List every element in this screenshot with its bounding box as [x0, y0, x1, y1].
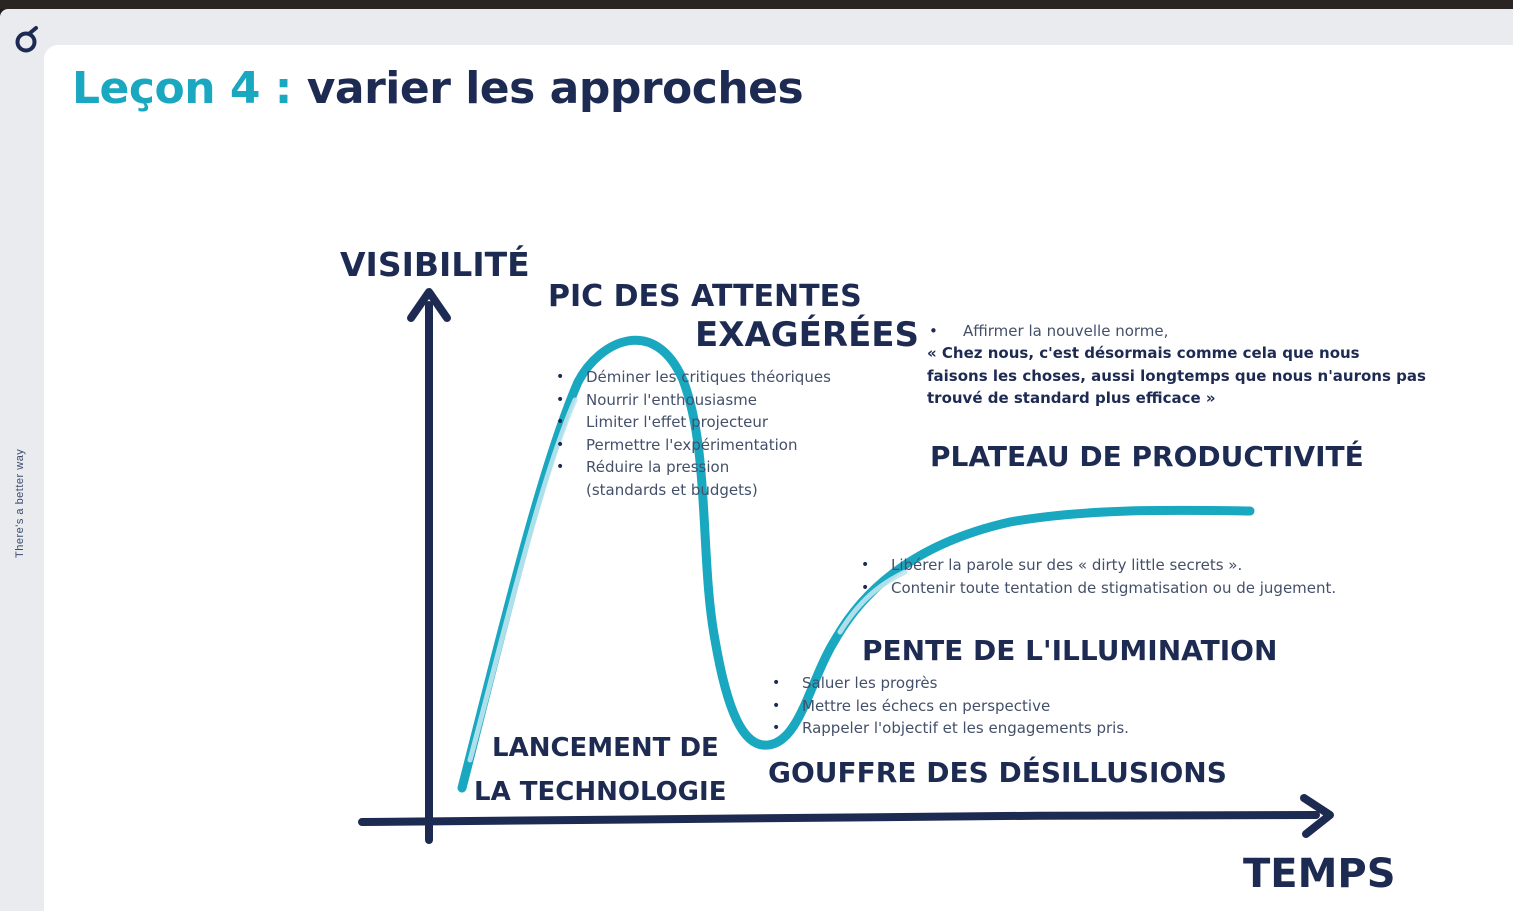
list-item: Nourrir l'enthousiasme [556, 389, 831, 412]
slide-title-accent: Leçon 4 : [72, 63, 292, 114]
list-item: Mettre les échecs en perspective [772, 695, 1129, 718]
x-axis-line [358, 811, 1320, 826]
plateau-note: Affirmer la nouvelle norme, « Chez nous,… [927, 320, 1467, 410]
x-axis-label: TEMPS [1243, 851, 1396, 897]
phase-label-trough: GOUFFRE DES DÉSILLUSIONS [768, 755, 1227, 789]
y-axis-label: VISIBILITÉ [340, 244, 530, 284]
slide: Leçon 4 : varier les approches [44, 45, 1513, 911]
list-item: Saluer les progrès [772, 672, 1129, 695]
phase-label-peak-line1: PIC DES ATTENTES [548, 279, 862, 314]
slope-bullet-list: Libérer la parole sur des « dirty little… [861, 554, 1336, 599]
phase-label-launch-line2: LA TECHNOLOGIE [474, 777, 726, 807]
top-strip [0, 0, 1513, 9]
list-item: Libérer la parole sur des « dirty little… [861, 554, 1336, 577]
list-item-continuation: (standards et budgets) [586, 480, 758, 499]
list-item: Contenir toute tentation de stigmatisati… [861, 577, 1336, 600]
phase-label-peak-line2: EXAGÉRÉES [695, 314, 919, 355]
list-item: Réduire la pression [556, 456, 831, 479]
list-item: Rappeler l'objectif et les engagements p… [772, 717, 1129, 740]
plateau-quote: « Chez nous, c'est désormais comme cela … [927, 344, 1426, 407]
phase-label-plateau: PLATEAU DE PRODUCTIVITÉ [930, 439, 1364, 473]
list-item: Déminer les critiques théoriques [556, 366, 831, 389]
list-item: Limiter l'effet projecteur [556, 411, 831, 434]
phase-label-launch-line1: LANCEMENT DE [492, 733, 719, 763]
trough-bullet-list: Saluer les progrès Mettre les échecs en … [772, 672, 1129, 740]
y-axis-arrowhead [407, 288, 451, 322]
list-item: Permettre l'expérimentation [556, 434, 831, 457]
phase-label-slope: PENTE DE L'ILLUMINATION [862, 634, 1277, 667]
plateau-bullet: Affirmer la nouvelle norme, [927, 320, 1467, 342]
peak-bullet-list: Déminer les critiques théoriques Nourrir… [556, 366, 831, 501]
slide-title: Leçon 4 : varier les approches [72, 63, 804, 114]
app-logo-icon [15, 26, 38, 53]
x-axis-arrowhead [1300, 794, 1334, 838]
slide-title-main: varier les approches [306, 63, 804, 114]
